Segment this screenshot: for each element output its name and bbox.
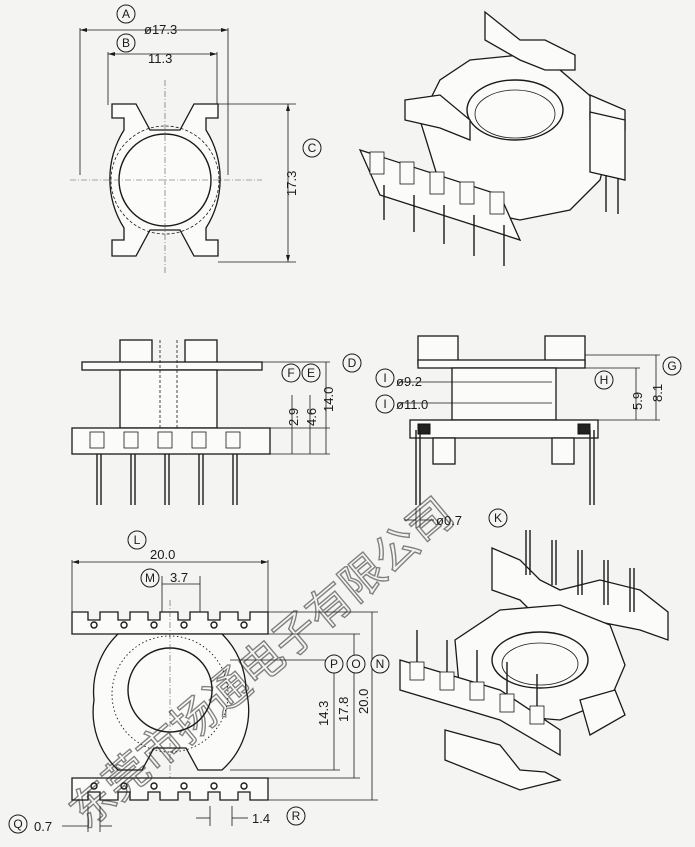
tag-h: H	[600, 373, 609, 387]
tag-b: B	[122, 36, 130, 50]
dim-o: 17.8	[336, 697, 351, 722]
top-view: A ø17.3 B 11.3 17.3 C	[70, 4, 322, 275]
dim-h: 5.9	[630, 392, 645, 410]
dim-f: 2.9	[286, 408, 301, 426]
dim-c: 17.3	[284, 171, 299, 196]
dim-r: 1.4	[252, 811, 270, 826]
bottom-view: L 20.0 M 3.7	[8, 530, 390, 834]
isometric-view-top	[358, 10, 626, 266]
tag-d: D	[348, 356, 357, 370]
dim-g: 8.1	[650, 384, 665, 402]
tag-i2: I	[383, 397, 386, 411]
tag-k: K	[494, 511, 502, 525]
tag-p: P	[330, 657, 338, 671]
dim-i2: ø11.0	[396, 397, 428, 412]
dim-b: 11.3	[148, 51, 172, 66]
dim-d: 14.0	[321, 387, 336, 412]
dim-i1: ø9.2	[396, 374, 422, 389]
tag-c: C	[308, 141, 317, 155]
tag-i1: I	[383, 371, 386, 385]
tag-r: R	[292, 809, 301, 823]
dim-m: 3.7	[170, 570, 188, 585]
tag-g: G	[667, 359, 676, 373]
tag-o: O	[351, 657, 360, 671]
dim-e: 4.6	[304, 408, 319, 426]
tag-a: A	[122, 7, 130, 21]
tag-l: L	[134, 533, 141, 547]
tag-f: F	[287, 366, 294, 380]
isometric-view-bottom	[399, 530, 669, 791]
tag-m: M	[145, 571, 155, 585]
tag-e: E	[307, 366, 315, 380]
dim-n: 20.0	[356, 689, 371, 714]
dim-p: 14.3	[316, 701, 331, 726]
dim-q: 0.7	[34, 819, 52, 834]
dim-l: 20.0	[150, 547, 175, 562]
dim-k: ø0.7	[436, 513, 462, 528]
tag-n: N	[376, 657, 385, 671]
section-view: I ø9.2 I ø11.0 5.9 8.1 H G ø0.7 K	[375, 335, 682, 528]
tag-q: Q	[13, 817, 22, 831]
side-view: 2.9 4.6 14.0 F E D	[71, 339, 362, 505]
dim-a: ø17.3	[144, 22, 177, 37]
